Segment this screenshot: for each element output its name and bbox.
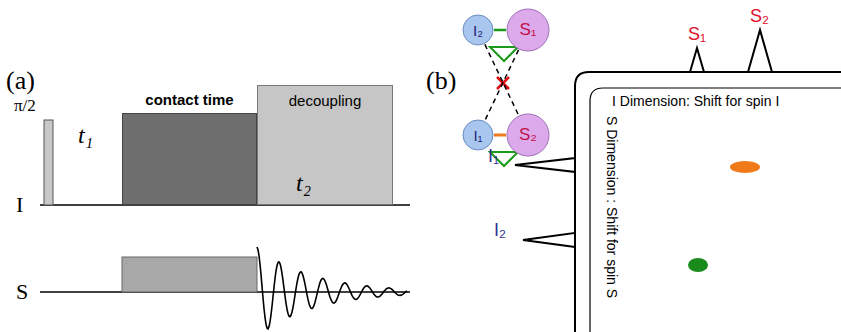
spin-circle: I₂ [462, 14, 494, 46]
circle-shape [507, 114, 549, 156]
cross-peak-orange [730, 161, 760, 173]
channel-label: S [16, 279, 28, 305]
fid-signal [257, 247, 407, 329]
decoupling-box: decoupling [257, 85, 393, 205]
forbidden-link [485, 50, 519, 121]
axis-title: I Dimension: Shift for spin I [612, 93, 779, 109]
cross-peak-green [688, 258, 708, 272]
peak-label: I₂ [494, 220, 506, 241]
box-heading: contact time [122, 90, 257, 112]
time-variable: t₂ [296, 170, 311, 197]
circle-shape [463, 120, 493, 150]
s-contact-block [122, 257, 257, 292]
spin-label: I₂ [462, 22, 494, 39]
time-variable: t₁ [78, 122, 93, 149]
spin-label: I₁ [462, 127, 494, 144]
pi-half-pulse [44, 120, 53, 205]
spin-circle: S₁ [506, 8, 550, 52]
bond-line [494, 134, 506, 137]
spectrum-frame-inner [590, 88, 841, 332]
circle-shape [463, 15, 493, 45]
bond-line [494, 29, 506, 32]
spin-label: S₁ [506, 20, 550, 40]
peak-label: S₂ [750, 6, 769, 27]
spectrum-frame-outer [575, 72, 841, 332]
circle-shape [507, 9, 549, 51]
pulse-angle: π/2 [14, 96, 36, 116]
contact-block [122, 113, 257, 205]
panel-label: (b) [426, 66, 456, 96]
spin-label: S₂ [506, 125, 550, 145]
peak-label: S₁ [688, 24, 706, 45]
axis-title: S Dimension : Shift for spin S [604, 116, 620, 298]
spin-circle: S₂ [506, 113, 550, 157]
panel-label: (a) [6, 66, 35, 96]
peak-label: I₁ [488, 146, 499, 167]
contact-time-box: contact time [122, 90, 257, 205]
forbidden-link [485, 44, 519, 115]
channel-label: I [16, 192, 23, 218]
box-label: decoupling [262, 92, 388, 109]
